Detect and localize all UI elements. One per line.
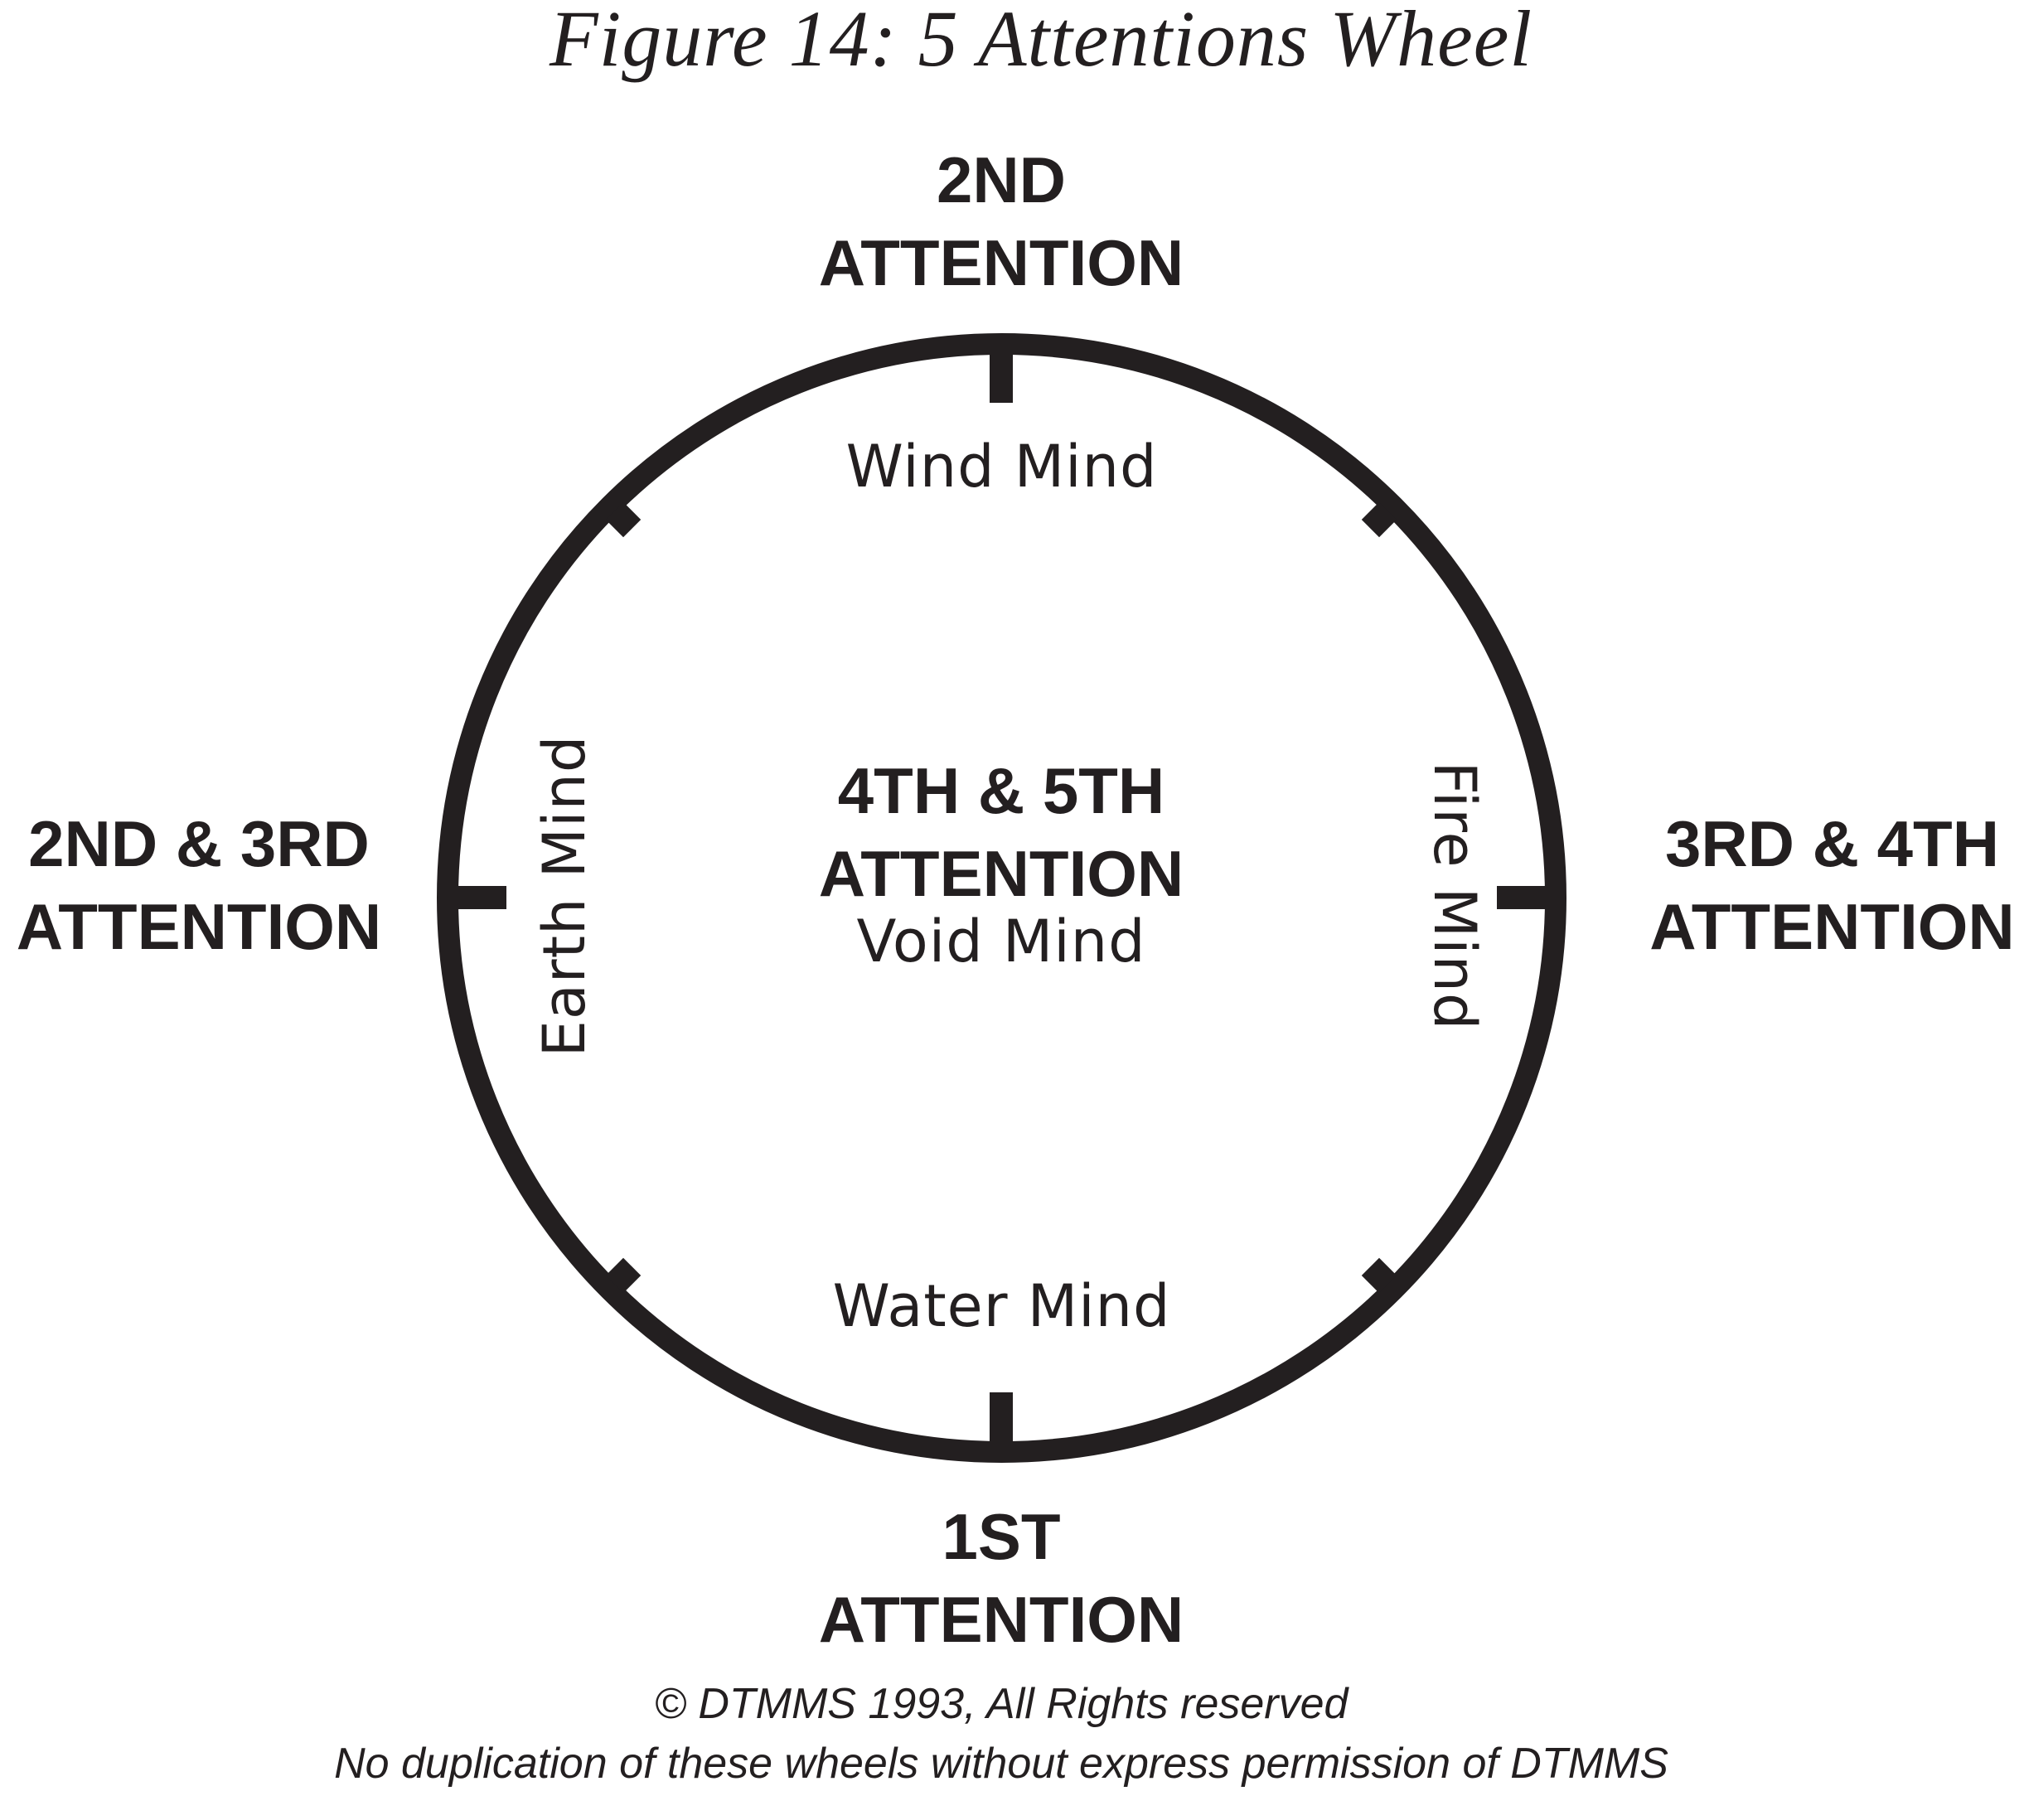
attention-label-left: 2ND & 3RD ATTENTION <box>16 807 382 963</box>
attention-label-bottom: 1ST ATTENTION <box>818 1500 1184 1656</box>
copyright-notice: © DTMMS 1993, All Rights reserved No dup… <box>0 1674 2002 1793</box>
attention-label-center: 4TH & 5TH ATTENTION <box>818 754 1184 910</box>
attention-label-top: 2ND ATTENTION <box>818 143 1184 299</box>
mind-label-wind: Wind Mind <box>845 433 1158 501</box>
copyright-line-1: © DTMMS 1993, All Rights reserved <box>654 1680 1349 1728</box>
mind-label-water: Water Mind <box>832 1272 1171 1340</box>
cardinal-tick-north <box>990 348 1013 403</box>
mind-label-void: Void Mind <box>856 908 1146 975</box>
cardinal-tick-east <box>1497 886 1552 909</box>
diagonal-tick-northwest <box>605 501 642 538</box>
figure-title: Figure 14: 5 Attentions Wheel <box>549 0 1533 83</box>
copyright-line-2: No duplication of these wheels without e… <box>334 1740 1668 1788</box>
cardinal-tick-west <box>452 886 506 909</box>
attention-label-right: 3RD & 4TH ATTENTION <box>1649 807 2015 963</box>
cardinal-tick-south <box>990 1392 1013 1447</box>
diagonal-tick-northeast <box>1361 501 1397 538</box>
